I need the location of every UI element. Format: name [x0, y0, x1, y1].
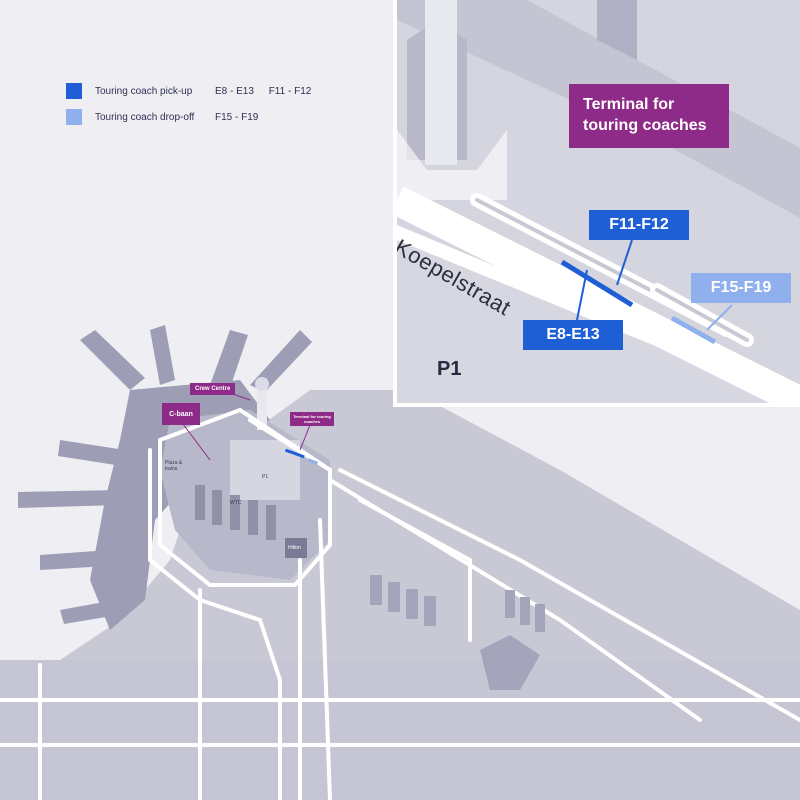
- inset-pickup-strip: [560, 259, 634, 308]
- wtc-label: WTC: [230, 500, 242, 506]
- dropoff-swatch: [66, 109, 82, 125]
- inset-dropoff-strip: [670, 315, 717, 345]
- roads: [0, 407, 800, 800]
- terminal-small-label: Terminal for touring coaches: [290, 412, 334, 426]
- gate-e8-e13-label: E8-E13: [523, 320, 623, 350]
- c-baan-label: C-baan: [162, 403, 200, 425]
- inset-zoom-panel: Terminal for touring coaches Koepelstraa…: [393, 0, 800, 407]
- map-dropoff-strip: [307, 458, 319, 465]
- dropoff-label: Touring coach drop-off: [95, 111, 195, 123]
- hilton-building: [285, 538, 307, 558]
- pickup-gates-f: F11 - F12: [268, 85, 312, 97]
- hilton-label: Hilton: [288, 545, 301, 551]
- plaza-label: Plaza & trains: [165, 460, 183, 472]
- legend-dropoff: Touring coach drop-off F15 - F19: [66, 108, 323, 126]
- p1-map-label: P1: [262, 474, 269, 480]
- gate-f15-f19-label: F15-F19: [691, 273, 791, 303]
- dropoff-gates-f: F15 - F19: [215, 111, 259, 123]
- legend: Touring coach pick-up E8 - E13 F11 - F12…: [66, 82, 323, 134]
- map-pickup-strip: [284, 448, 305, 459]
- gate-f11-f12-label: F11-F12: [589, 210, 689, 240]
- apron-lower: [0, 660, 800, 800]
- control-tower: [257, 380, 267, 430]
- p1-parking-area: [230, 440, 300, 500]
- office-blocks: [370, 575, 545, 690]
- wtc-buildings: [195, 485, 276, 540]
- pickup-gates-e: E8 - E13: [215, 85, 254, 97]
- pickup-label: Touring coach pick-up: [95, 85, 193, 97]
- legend-pickup: Touring coach pick-up E8 - E13 F11 - F12: [66, 82, 323, 100]
- inset-p1-label: P1: [437, 358, 462, 380]
- inset-terminal-label: Terminal for touring coaches: [569, 84, 729, 148]
- pickup-swatch: [66, 83, 82, 99]
- crew-centre-label: Crew Centre: [190, 383, 236, 395]
